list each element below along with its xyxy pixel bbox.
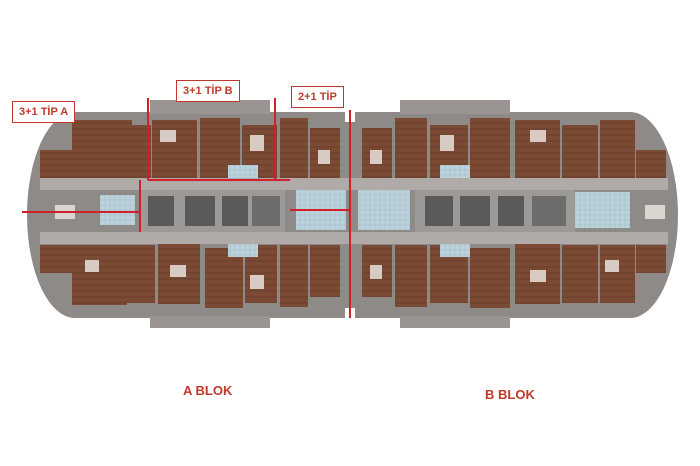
unit-type-label-3-1-tip-a: 3+1 TİP A <box>12 101 76 123</box>
unit-type-label-3-1-tip-b: 3+1 TİP B <box>176 80 240 102</box>
unit-type-label-2-1-tip: 2+1 TİP <box>291 86 344 108</box>
core-b <box>415 190 575 232</box>
a-block-bottom-units <box>40 242 340 308</box>
block-label-b: B BLOK <box>485 387 535 402</box>
furniture <box>55 130 665 289</box>
block-label-a: A BLOK <box>183 383 233 398</box>
unit-type-markers <box>22 98 351 318</box>
a-block-top-units <box>40 118 340 180</box>
b-block-bottom-units <box>362 242 666 308</box>
core-a <box>140 190 285 232</box>
b-block-top-units <box>362 118 666 180</box>
